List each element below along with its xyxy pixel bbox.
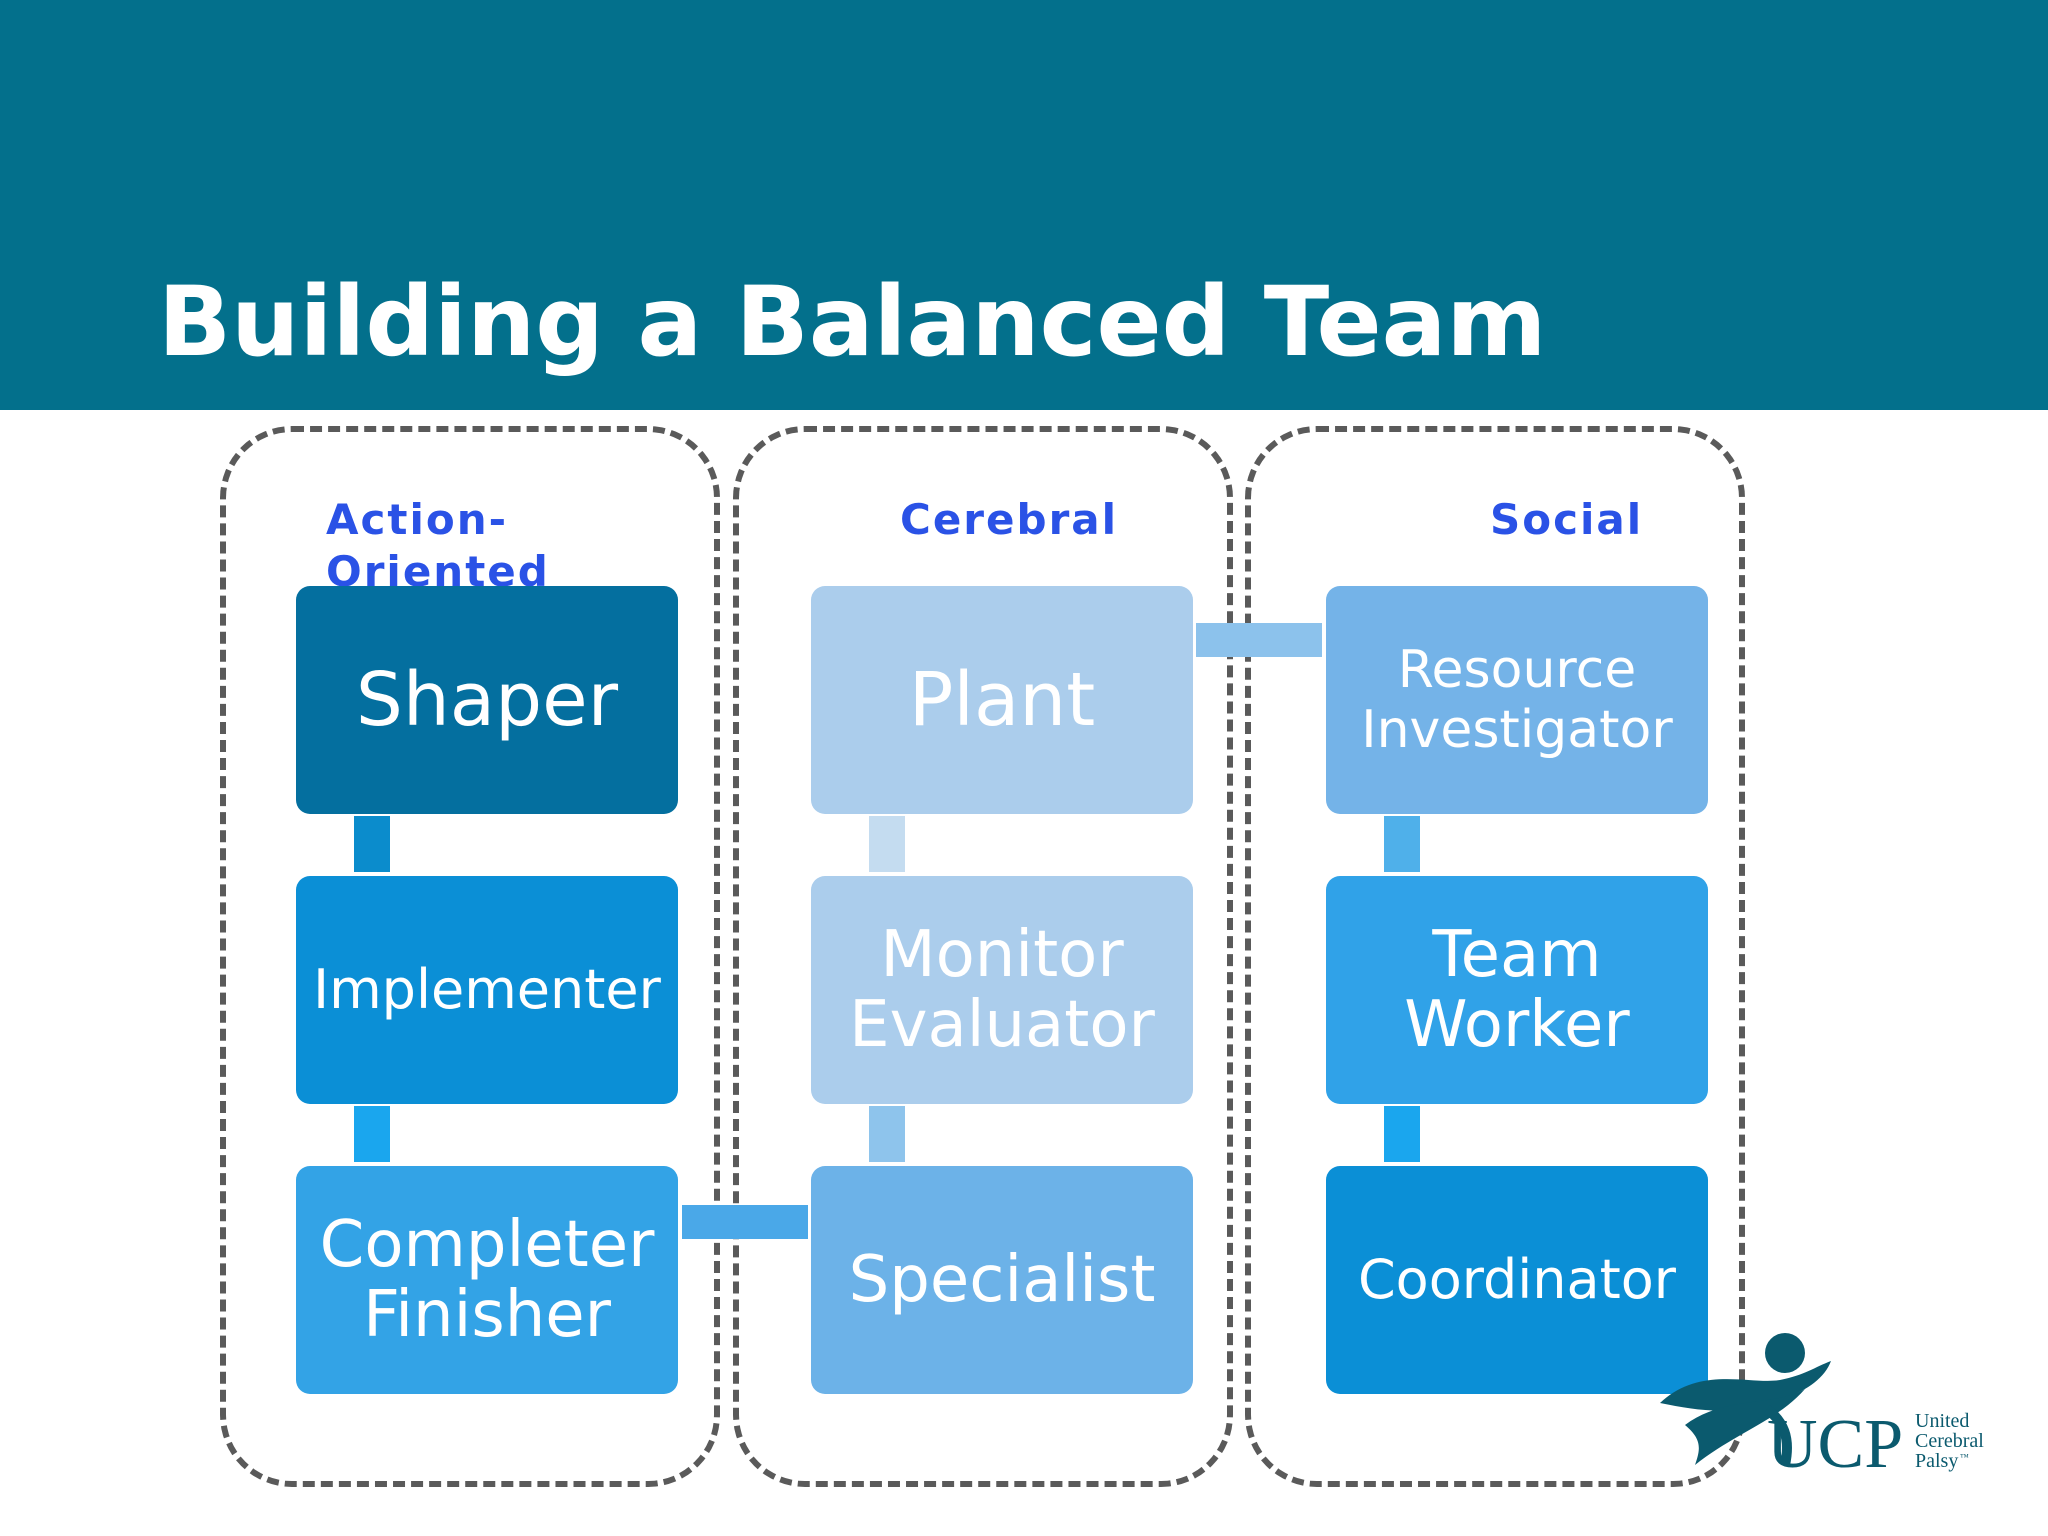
- connector-teamworker-coordinator: [1384, 1106, 1420, 1162]
- role-label-plant: Plant: [908, 657, 1096, 743]
- connector-shaper-implementer: [354, 816, 390, 872]
- role-box-shaper: Shaper: [296, 586, 678, 814]
- logo-figure-leg: [1763, 1405, 1792, 1467]
- connector-completer-specialist: [682, 1205, 808, 1239]
- connector-implementer-completer: [354, 1106, 390, 1162]
- group-frame-cerebral: [733, 426, 1233, 1487]
- role-box-implementer: Implementer: [296, 876, 678, 1104]
- ucp-logo: UCP United Cerebral Palsy ™: [1660, 1333, 1984, 1475]
- group-label-cerebral: Cerebral: [900, 495, 1119, 544]
- slide-title: Building a Balanced Team: [158, 266, 1547, 378]
- logo-tm: ™: [1960, 1452, 1969, 1462]
- group-label-social: Social: [1490, 495, 1644, 544]
- role-label-shaper: Shaper: [355, 657, 619, 743]
- logo-figure-body: [1685, 1389, 1805, 1465]
- role-label-completer-finisher: Completer Finisher: [319, 1208, 655, 1352]
- role-box-coordinator: Coordinator: [1326, 1166, 1708, 1394]
- logo-line2: Cerebral: [1915, 1430, 1984, 1452]
- role-label-coordinator: Coordinator: [1357, 1248, 1677, 1311]
- connector-plant-resource: [1196, 623, 1322, 657]
- role-box-plant: Plant: [811, 586, 1193, 814]
- logo-mark: UCP: [1767, 1406, 1903, 1475]
- role-label-resource-investigator: Resource Investigator: [1361, 640, 1673, 760]
- role-box-resource-investigator: Resource Investigator: [1326, 586, 1708, 814]
- role-box-completer-finisher: Completer Finisher: [296, 1166, 678, 1394]
- logo-line3: Palsy: [1915, 1450, 1958, 1472]
- group-label-action-oriented: Action- Oriented: [326, 495, 550, 596]
- role-label-team-worker: Team Worker: [1404, 918, 1630, 1062]
- group-frame-social: [1245, 426, 1745, 1487]
- role-label-monitor-evaluator: Monitor Evaluator: [849, 918, 1155, 1062]
- role-box-monitor-evaluator: Monitor Evaluator: [811, 876, 1193, 1104]
- role-label-implementer: Implementer: [313, 958, 661, 1021]
- logo-line1: United: [1915, 1410, 1969, 1432]
- header-band: [0, 0, 2048, 410]
- logo-figure-head: [1765, 1333, 1805, 1373]
- logo-figure-arm: [1660, 1361, 1831, 1411]
- connector-monitor-specialist: [869, 1106, 905, 1162]
- connector-plant-monitor: [869, 816, 905, 872]
- role-box-specialist: Specialist: [811, 1166, 1193, 1394]
- connector-resource-teamworker: [1384, 816, 1420, 872]
- role-box-team-worker: Team Worker: [1326, 876, 1708, 1104]
- role-label-specialist: Specialist: [848, 1243, 1156, 1317]
- group-frame-action-oriented: [220, 426, 720, 1487]
